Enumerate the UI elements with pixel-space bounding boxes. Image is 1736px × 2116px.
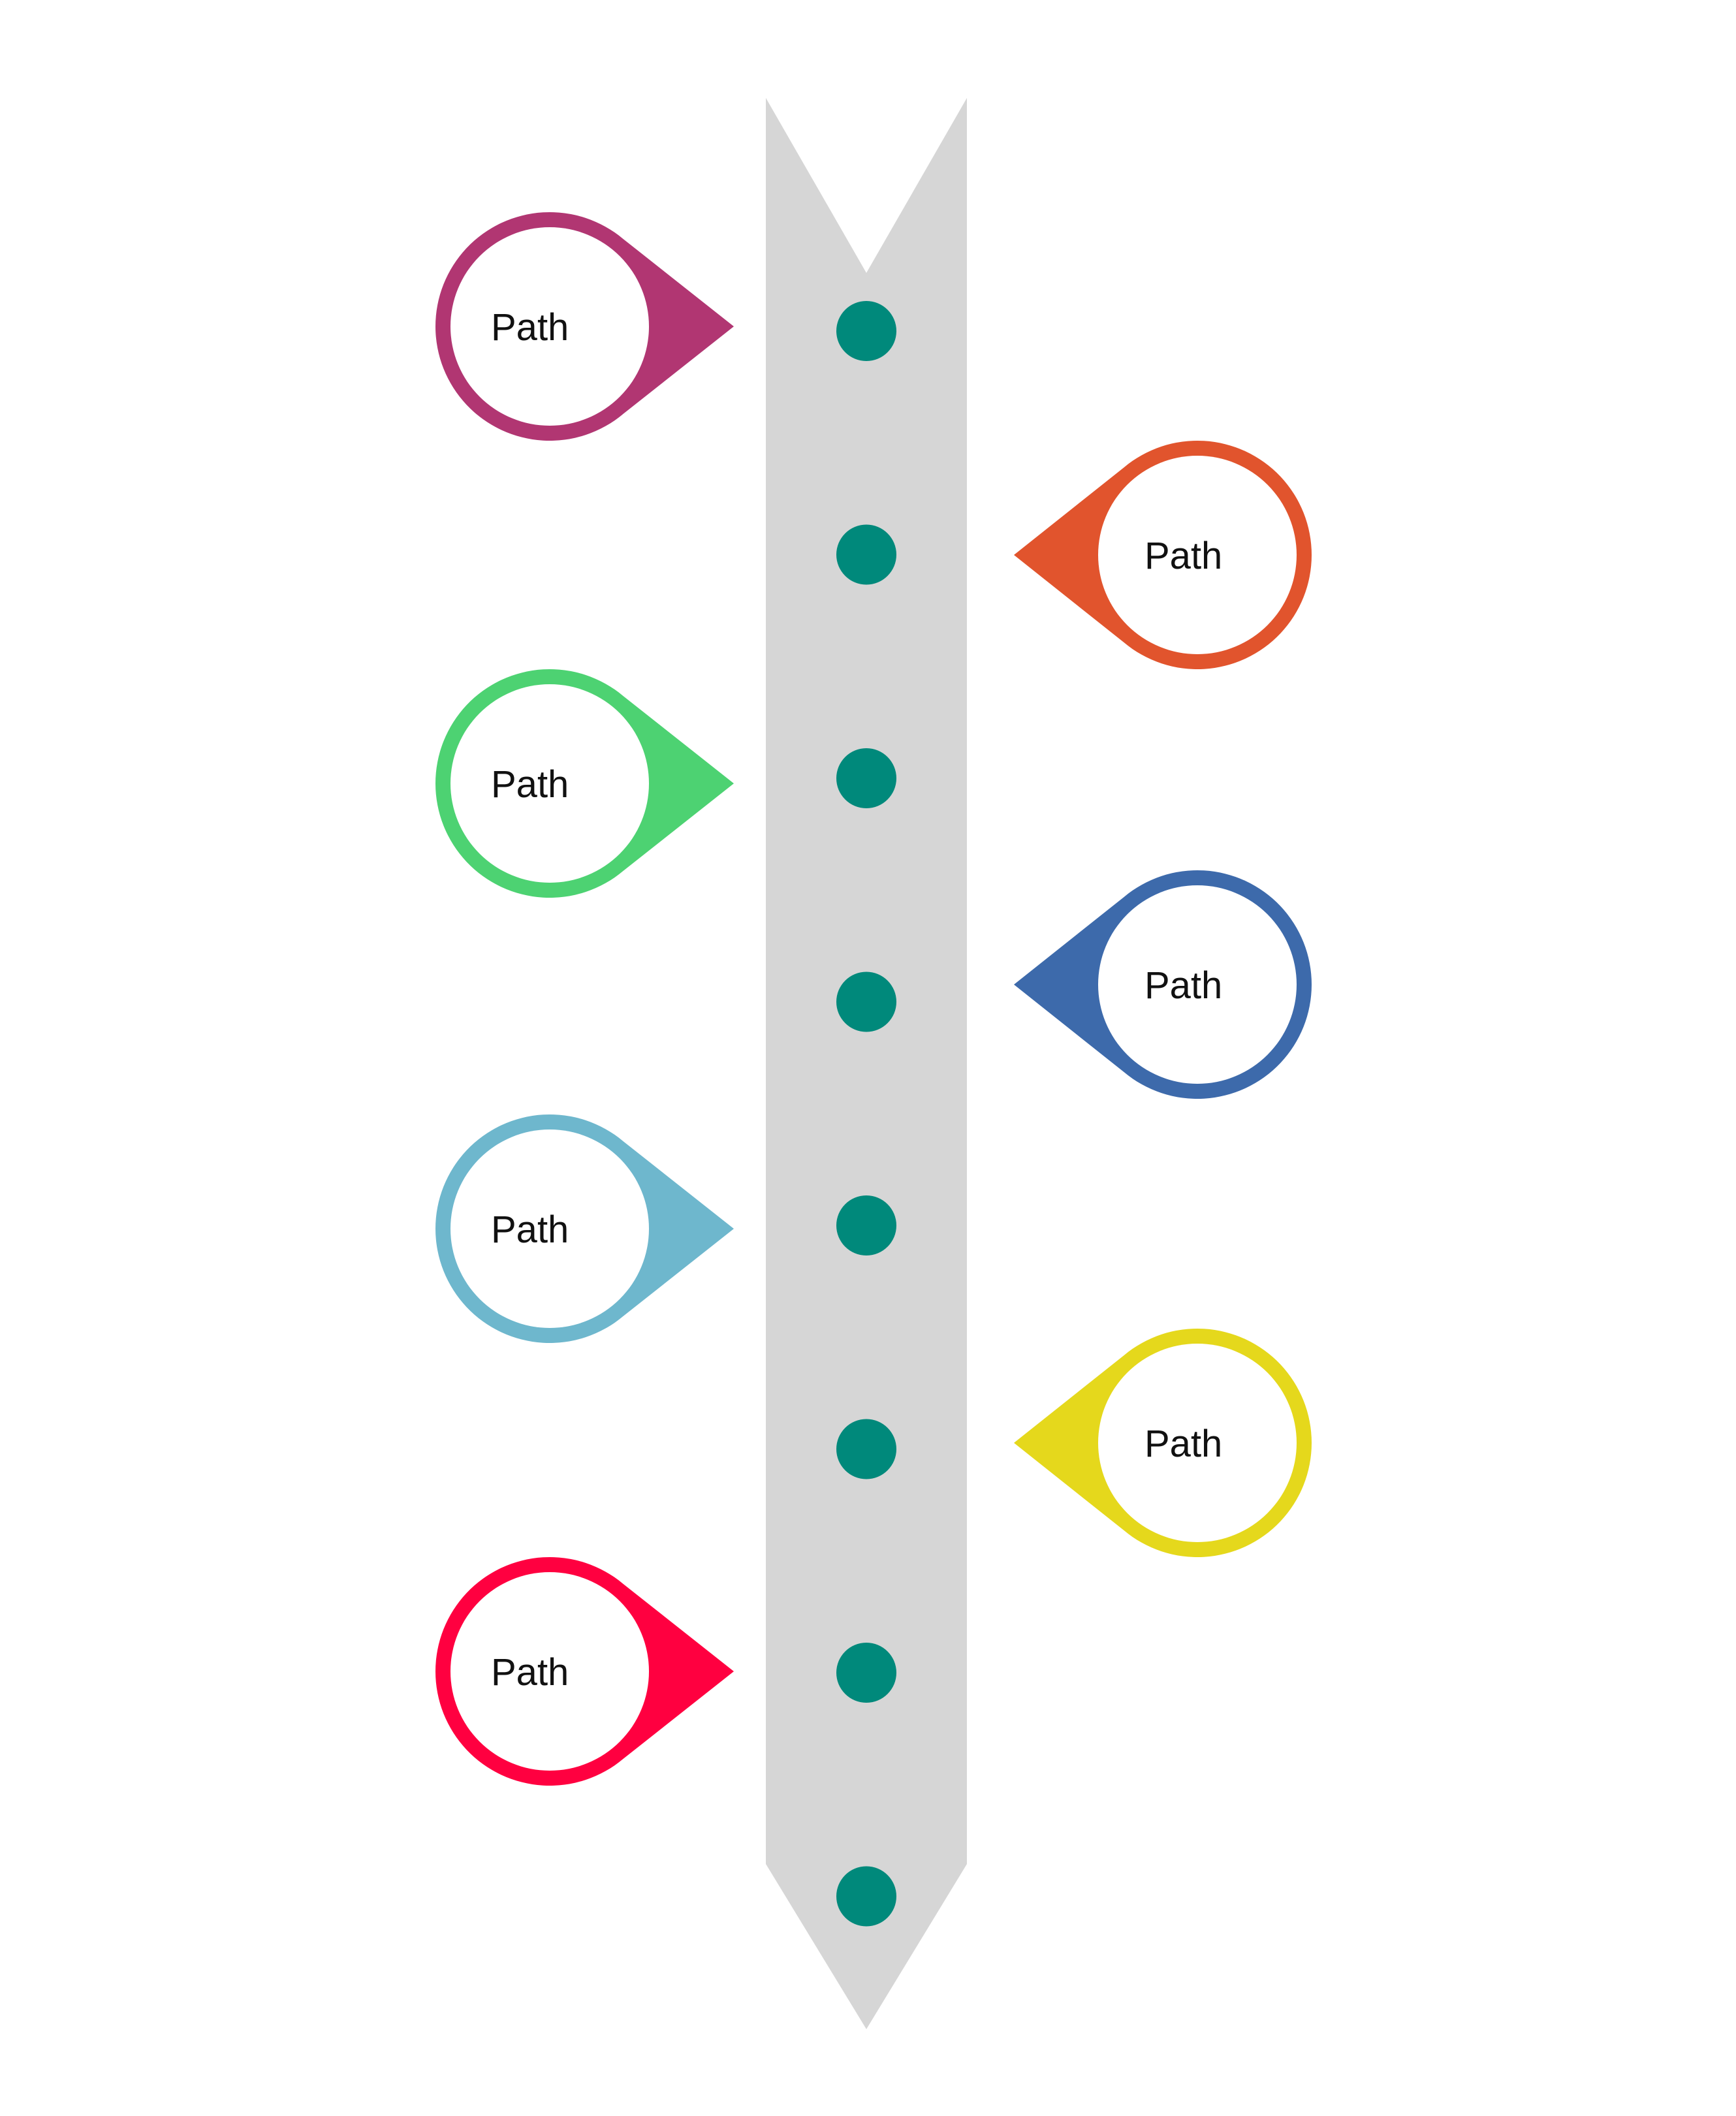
timeline-marker-7 bbox=[836, 1643, 896, 1703]
path-pin-label: Path bbox=[1144, 535, 1222, 577]
timeline-marker-4 bbox=[836, 971, 896, 1032]
path-pin-label: Path bbox=[491, 1208, 569, 1251]
path-pin-4: Path bbox=[1014, 870, 1312, 1099]
path-pin-label: Path bbox=[491, 763, 569, 806]
path-pin-7: Path bbox=[435, 1557, 734, 1786]
timeline-marker-1 bbox=[836, 301, 896, 361]
path-pin-2: Path bbox=[1014, 440, 1312, 669]
timeline-markers bbox=[836, 301, 896, 1927]
timeline-marker-8 bbox=[836, 1866, 896, 1927]
path-pin-label: Path bbox=[1144, 964, 1222, 1007]
path-pin-inner-circle bbox=[1098, 1344, 1297, 1542]
path-pin-3: Path bbox=[435, 669, 734, 898]
timeline-marker-6 bbox=[836, 1419, 896, 1479]
path-pin-label: Path bbox=[491, 306, 569, 349]
timeline-arrow-band bbox=[766, 98, 967, 2029]
path-pin-inner-circle bbox=[450, 684, 649, 883]
path-pin-1: Path bbox=[435, 212, 734, 441]
path-pin-inner-circle bbox=[1098, 885, 1297, 1084]
timeline-marker-3 bbox=[836, 748, 896, 808]
path-pin-5: Path bbox=[435, 1114, 734, 1343]
path-pin-label: Path bbox=[1144, 1423, 1222, 1465]
path-pin-inner-circle bbox=[450, 1572, 649, 1771]
timeline-marker-5 bbox=[836, 1195, 896, 1255]
path-pin-inner-circle bbox=[1098, 456, 1297, 654]
path-pin-6: Path bbox=[1014, 1328, 1312, 1557]
path-pin-inner-circle bbox=[450, 1129, 649, 1328]
path-pin-label: Path bbox=[491, 1651, 569, 1694]
timeline-marker-2 bbox=[836, 524, 896, 585]
path-pin-inner-circle bbox=[450, 227, 649, 426]
